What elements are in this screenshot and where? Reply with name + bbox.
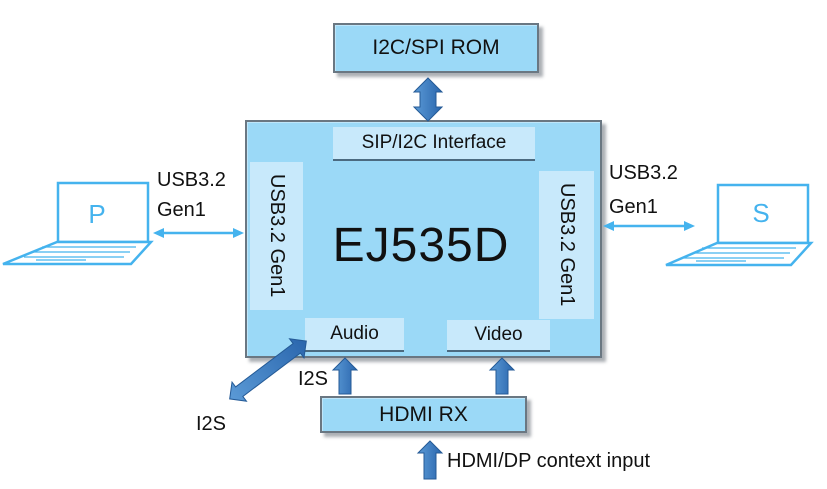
video-panel: Video xyxy=(447,320,550,352)
interface-panel: SIP/I2C Interface xyxy=(333,127,535,161)
i2s-arrow xyxy=(229,338,307,402)
right-usb-label: USB3.2 Gen1 xyxy=(556,183,578,307)
audio-panel: Audio xyxy=(305,318,404,352)
audio-up-arrow xyxy=(331,357,359,395)
video-label: Video xyxy=(474,324,523,345)
left-usb-label: USB3.2 Gen1 xyxy=(266,174,288,298)
right-link-label-2: Gen1 xyxy=(609,196,658,218)
rom-box: I2C/SPI ROM xyxy=(333,23,539,73)
hdmi-rx-box: HDMI RX xyxy=(320,396,527,433)
interface-label: SIP/I2C Interface xyxy=(361,132,507,153)
right-laptop-icon xyxy=(665,183,814,267)
left-usb-arrow xyxy=(153,228,244,238)
left-laptop-letter: P xyxy=(88,199,105,229)
audio-label: Audio xyxy=(330,323,379,344)
i2s-outer-label: I2S xyxy=(196,413,227,435)
left-usb-panel: USB3.2 Gen1 xyxy=(250,162,303,310)
left-link-label-2: Gen1 xyxy=(157,199,206,221)
hdmi-rx-label: HDMI RX xyxy=(379,402,468,426)
left-link-label-1: USB3.2 xyxy=(157,169,226,191)
right-link-label-1: USB3.2 xyxy=(609,162,678,184)
rom-label: I2C/SPI ROM xyxy=(372,36,500,59)
right-usb-panel: USB3.2 Gen1 xyxy=(539,171,594,319)
chip-name: EJ535D xyxy=(332,218,510,272)
video-up-arrow xyxy=(488,357,516,395)
rom-chip-arrow xyxy=(412,77,444,122)
i2s-inner-label: I2S xyxy=(298,368,329,390)
right-usb-arrow xyxy=(603,221,695,231)
input-up-arrow xyxy=(416,440,444,480)
left-laptop-icon xyxy=(2,181,154,266)
input-label: HDMI/DP context input xyxy=(447,450,651,472)
right-laptop-letter: S xyxy=(752,198,769,228)
